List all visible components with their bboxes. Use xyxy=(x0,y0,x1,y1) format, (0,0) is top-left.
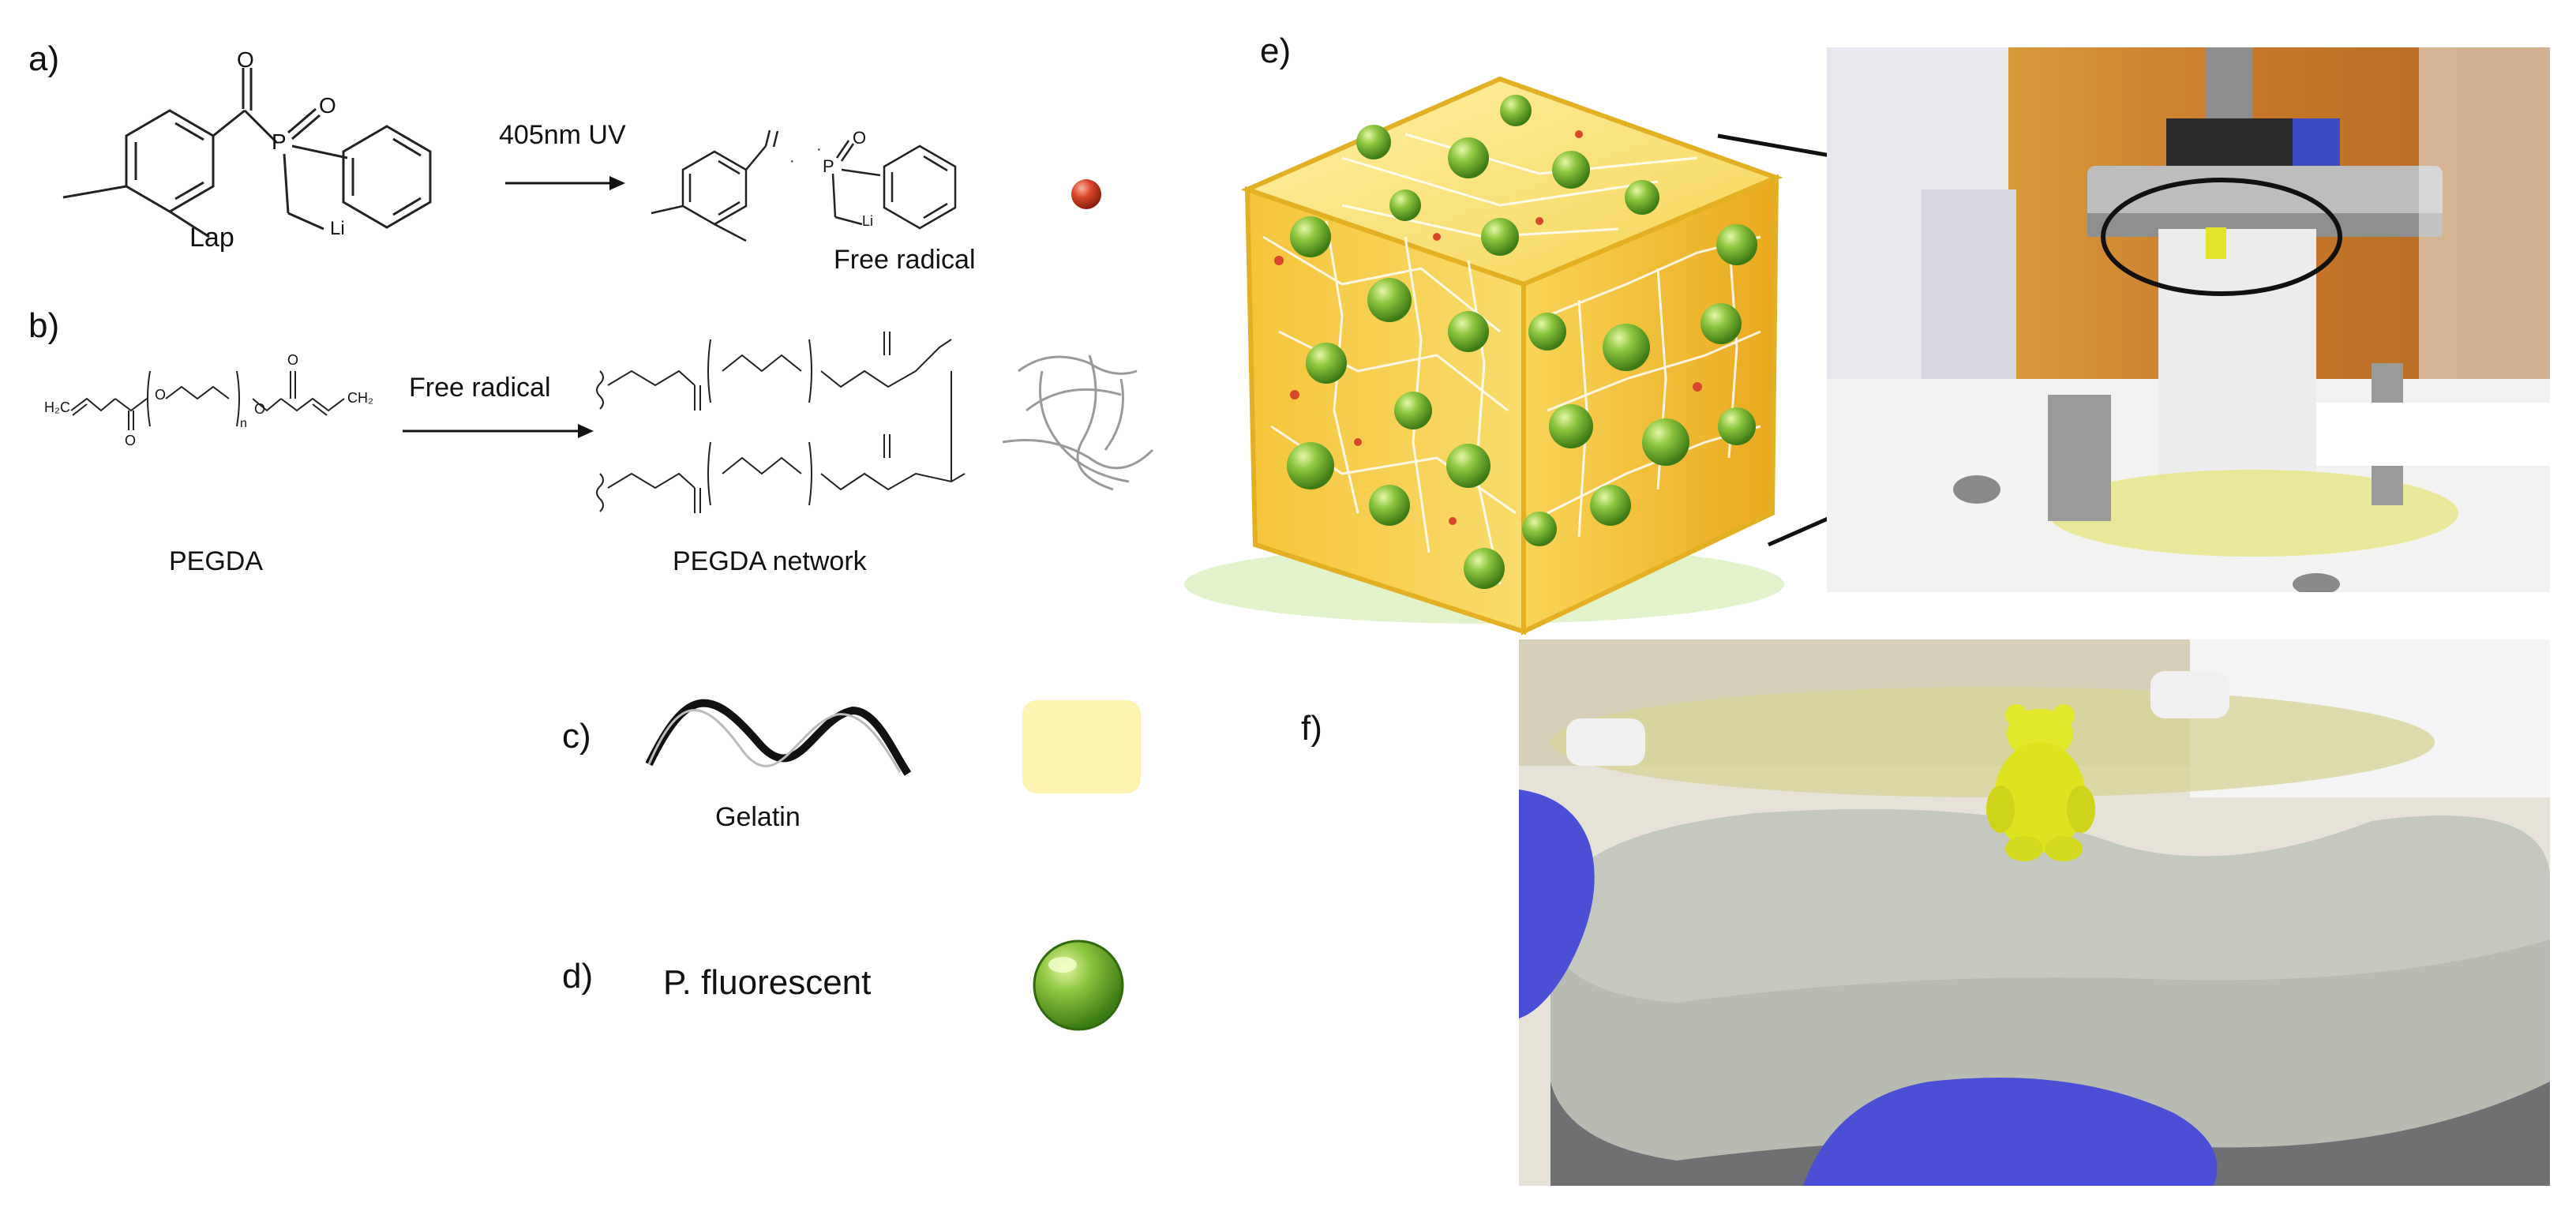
cube-beads xyxy=(1287,95,1757,589)
pegda-network-label: PEGDA network xyxy=(673,546,867,576)
radical-sphere xyxy=(1071,179,1101,209)
panel-label-d: d) xyxy=(562,957,594,996)
gelatin-label: Gelatin xyxy=(715,802,801,832)
panel-label-c: c) xyxy=(562,717,591,756)
atom-label-o-lap: O xyxy=(237,47,254,72)
gelatin-swatch xyxy=(1022,700,1141,793)
atom-label-o2-lap: O xyxy=(319,93,336,118)
atom-label-li-radical: Li xyxy=(862,213,874,229)
panel-label-f: f) xyxy=(1301,709,1322,748)
atom-label-ch2: CH₂ xyxy=(347,390,373,406)
atom-label-o-pegda-4: O xyxy=(287,352,299,368)
atom-label-p-lap: P xyxy=(272,129,287,154)
cube-radicals xyxy=(1274,130,1702,525)
p-fluorescent-label: P. fluorescent xyxy=(663,963,872,1002)
atom-label-o-pegda-3: O xyxy=(254,401,266,417)
panel-label-e: e) xyxy=(1260,32,1292,70)
svg-text:·: · xyxy=(816,141,822,158)
pegda-label: PEGDA xyxy=(169,546,264,576)
atom-label-li-lap: Li xyxy=(330,218,345,239)
printed-bear-photo xyxy=(1519,639,2550,1186)
atom-label-o-radical: O xyxy=(853,128,867,148)
printed-bear xyxy=(1986,704,2095,861)
bioprinter-photo xyxy=(1827,47,2550,592)
atom-label-h2c: H₂C xyxy=(44,399,70,415)
panel-label-a: a) xyxy=(28,39,60,78)
atom-label-o-pegda-2: O xyxy=(155,387,167,403)
atom-label-o-pegda-1: O xyxy=(125,433,137,448)
panel-label-b: b) xyxy=(28,306,60,345)
nozzle-callout-circle xyxy=(2101,178,2342,296)
uv-condition-label: 405nm UV xyxy=(499,120,626,150)
atom-label-n-pegda: n xyxy=(240,417,247,430)
svg-text:·: · xyxy=(789,152,795,170)
network-sketch xyxy=(1002,354,1154,491)
free-radical-label: Free radical xyxy=(834,245,976,275)
free-radical-condition-label: Free radical xyxy=(409,373,551,403)
lap-label: Lap xyxy=(189,223,234,253)
atom-label-p-radical: P xyxy=(823,156,834,176)
